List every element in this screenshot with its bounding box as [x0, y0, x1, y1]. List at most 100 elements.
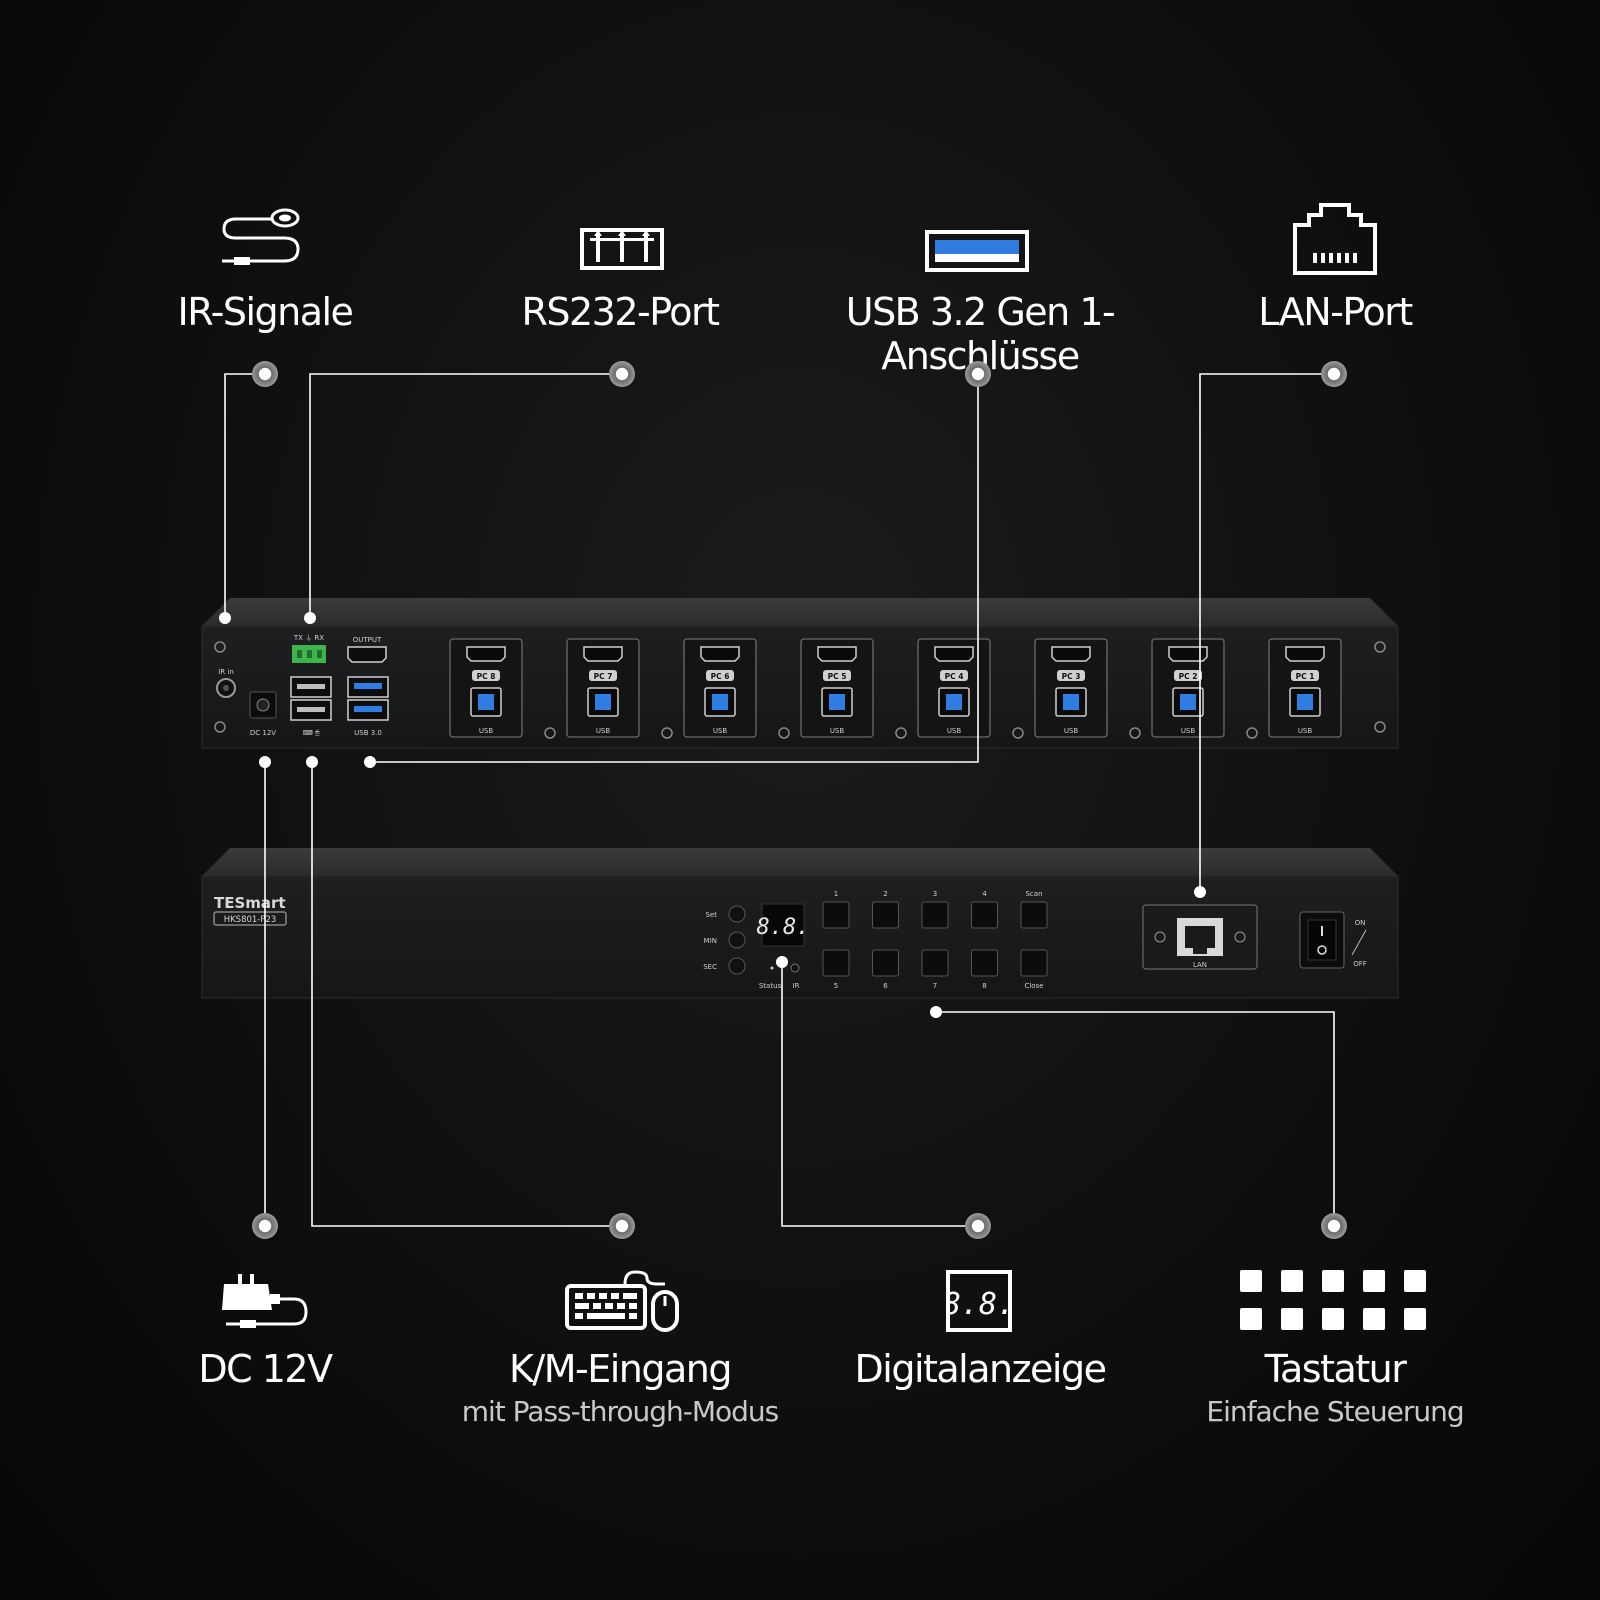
keypad-button-top[interactable]: [822, 901, 850, 929]
feature-usb-ports: USB 3.2 Gen 1-Anschlüsse: [760, 290, 1200, 378]
pc-port-label: PC 6: [711, 672, 730, 681]
set-button[interactable]: [728, 905, 746, 923]
hdmi-input-port[interactable]: [466, 646, 506, 662]
keypad-bottom-label: Close: [1024, 982, 1043, 990]
hdmi-output-port[interactable]: [347, 646, 387, 663]
screw-icon: [661, 727, 673, 739]
hdmi-input-port[interactable]: [583, 646, 623, 662]
min-button[interactable]: [728, 931, 746, 949]
screw-icon: [1012, 727, 1024, 739]
pc-port-label: PC 5: [828, 672, 847, 681]
keypad-button-bottom[interactable]: [822, 949, 850, 977]
km-label: ⌨ 🖱: [303, 729, 320, 737]
usb-port-icon: [925, 230, 1029, 272]
screw-icon: [1154, 931, 1166, 943]
feature-subtitle: mit Pass-through-Modus: [461, 1395, 780, 1428]
hdmi-input-port[interactable]: [934, 646, 974, 662]
usb-label: USB: [830, 727, 845, 735]
pc-port-group: PC 5 USB: [800, 638, 874, 738]
screw-icon: [214, 641, 226, 653]
pc-port-group: PC 1 USB: [1268, 638, 1342, 738]
keypad-button-bottom[interactable]: [971, 949, 998, 977]
feature-digital-display: Digitalanzeige: [760, 1347, 1200, 1391]
feature-keypad: Tastatur Einfache Steuerung: [1115, 1347, 1555, 1429]
ethernet-port-icon: [1293, 203, 1377, 275]
usb-label: USB: [596, 727, 611, 735]
feature-title: USB 3.2 Gen 1-Anschlüsse: [845, 290, 1116, 378]
pc-badge: [940, 670, 968, 681]
keypad-button-bottom[interactable]: [872, 949, 899, 977]
feature-title: Tastatur: [1264, 1347, 1407, 1391]
callout-km: [311, 762, 622, 1227]
feature-title: IR-Signale: [177, 290, 354, 334]
screw-icon: [1129, 727, 1141, 739]
marker-keypad: [1321, 1213, 1347, 1239]
lan-label: LAN: [1193, 961, 1207, 969]
marker-km: [609, 1213, 635, 1239]
pc-badge: [823, 670, 851, 681]
ir-receiver: [790, 963, 800, 973]
brand-logo: TESmart: [214, 894, 286, 912]
dc-label: DC 12V: [250, 729, 276, 737]
marker-rs232: [609, 361, 635, 387]
keypad-button-top[interactable]: [872, 901, 899, 929]
feature-ir-signale: IR-Signale: [45, 290, 485, 334]
rs232-label: TX ⏚ RX: [293, 634, 324, 642]
keypad-button-bottom[interactable]: [921, 949, 949, 977]
keypad-top-label: 3: [933, 890, 937, 898]
usb-label: USB: [1064, 727, 1079, 735]
marker-display: [965, 1213, 991, 1239]
usb30-label: USB 3.0: [354, 729, 382, 737]
screw-icon: [778, 727, 790, 739]
callout-markers: [219, 361, 1347, 1239]
feature-dc-12v: DC 12V: [45, 1347, 485, 1391]
status-label: Status: [759, 982, 782, 990]
feature-rs232-port: RS232-Port: [400, 290, 840, 334]
pc-badge: [1174, 670, 1202, 681]
callout-display: [781, 962, 978, 1227]
hdmi-input-port[interactable]: [700, 646, 740, 662]
set-label: Set: [706, 911, 718, 919]
feature-lan-port: LAN-Port: [1115, 290, 1555, 334]
pc-port-label: PC 8: [477, 672, 496, 681]
keypad-button-top[interactable]: [921, 901, 949, 929]
callout-rs232: [309, 373, 622, 618]
seven-segment-display-icon: 8.8.: [946, 1270, 1012, 1332]
hdmi-input-port[interactable]: [817, 646, 857, 662]
keypad-button-bottom[interactable]: [1020, 949, 1048, 977]
pc-badge: [589, 670, 617, 681]
screw-icon: [1374, 721, 1386, 733]
callout-usb: [370, 374, 979, 763]
digital-display: [761, 903, 805, 947]
sec-button[interactable]: [728, 957, 746, 975]
keypad-top-label: Scan: [1025, 890, 1042, 898]
keypad-bottom-label: 7: [933, 982, 937, 990]
ir-cable-icon: [222, 208, 300, 265]
pc-port-group: PC 3 USB: [1034, 638, 1108, 738]
keypad-button-top[interactable]: [971, 901, 998, 929]
keypad-button-top[interactable]: [1020, 901, 1048, 929]
pc-badge: [706, 670, 734, 681]
hdmi-input-port[interactable]: [1168, 646, 1208, 662]
switch-on-label: ON: [1355, 919, 1366, 927]
hdmi-input-port[interactable]: [1285, 646, 1325, 662]
pc-badge: [1057, 670, 1085, 681]
keypad-top-label: 1: [834, 890, 838, 898]
keypad-bottom-label: 5: [834, 982, 838, 990]
callout-ir: [224, 373, 265, 618]
feature-subtitle: Einfache Steuerung: [1206, 1395, 1464, 1428]
screw-icon: [1246, 727, 1258, 739]
screw-icon: [544, 727, 556, 739]
feature-title: RS232-Port: [521, 290, 720, 334]
hdmi-input-port[interactable]: [1051, 646, 1091, 662]
display-icon-text: 8.8.: [946, 1287, 1012, 1322]
pc-port-label: PC 2: [1179, 672, 1198, 681]
feature-title: LAN-Port: [1258, 290, 1413, 334]
pc-port-label: PC 3: [1062, 672, 1081, 681]
usb-label: USB: [1298, 727, 1313, 735]
pc-port-label: PC 1: [1296, 672, 1315, 681]
sec-label: SEC: [703, 963, 717, 971]
